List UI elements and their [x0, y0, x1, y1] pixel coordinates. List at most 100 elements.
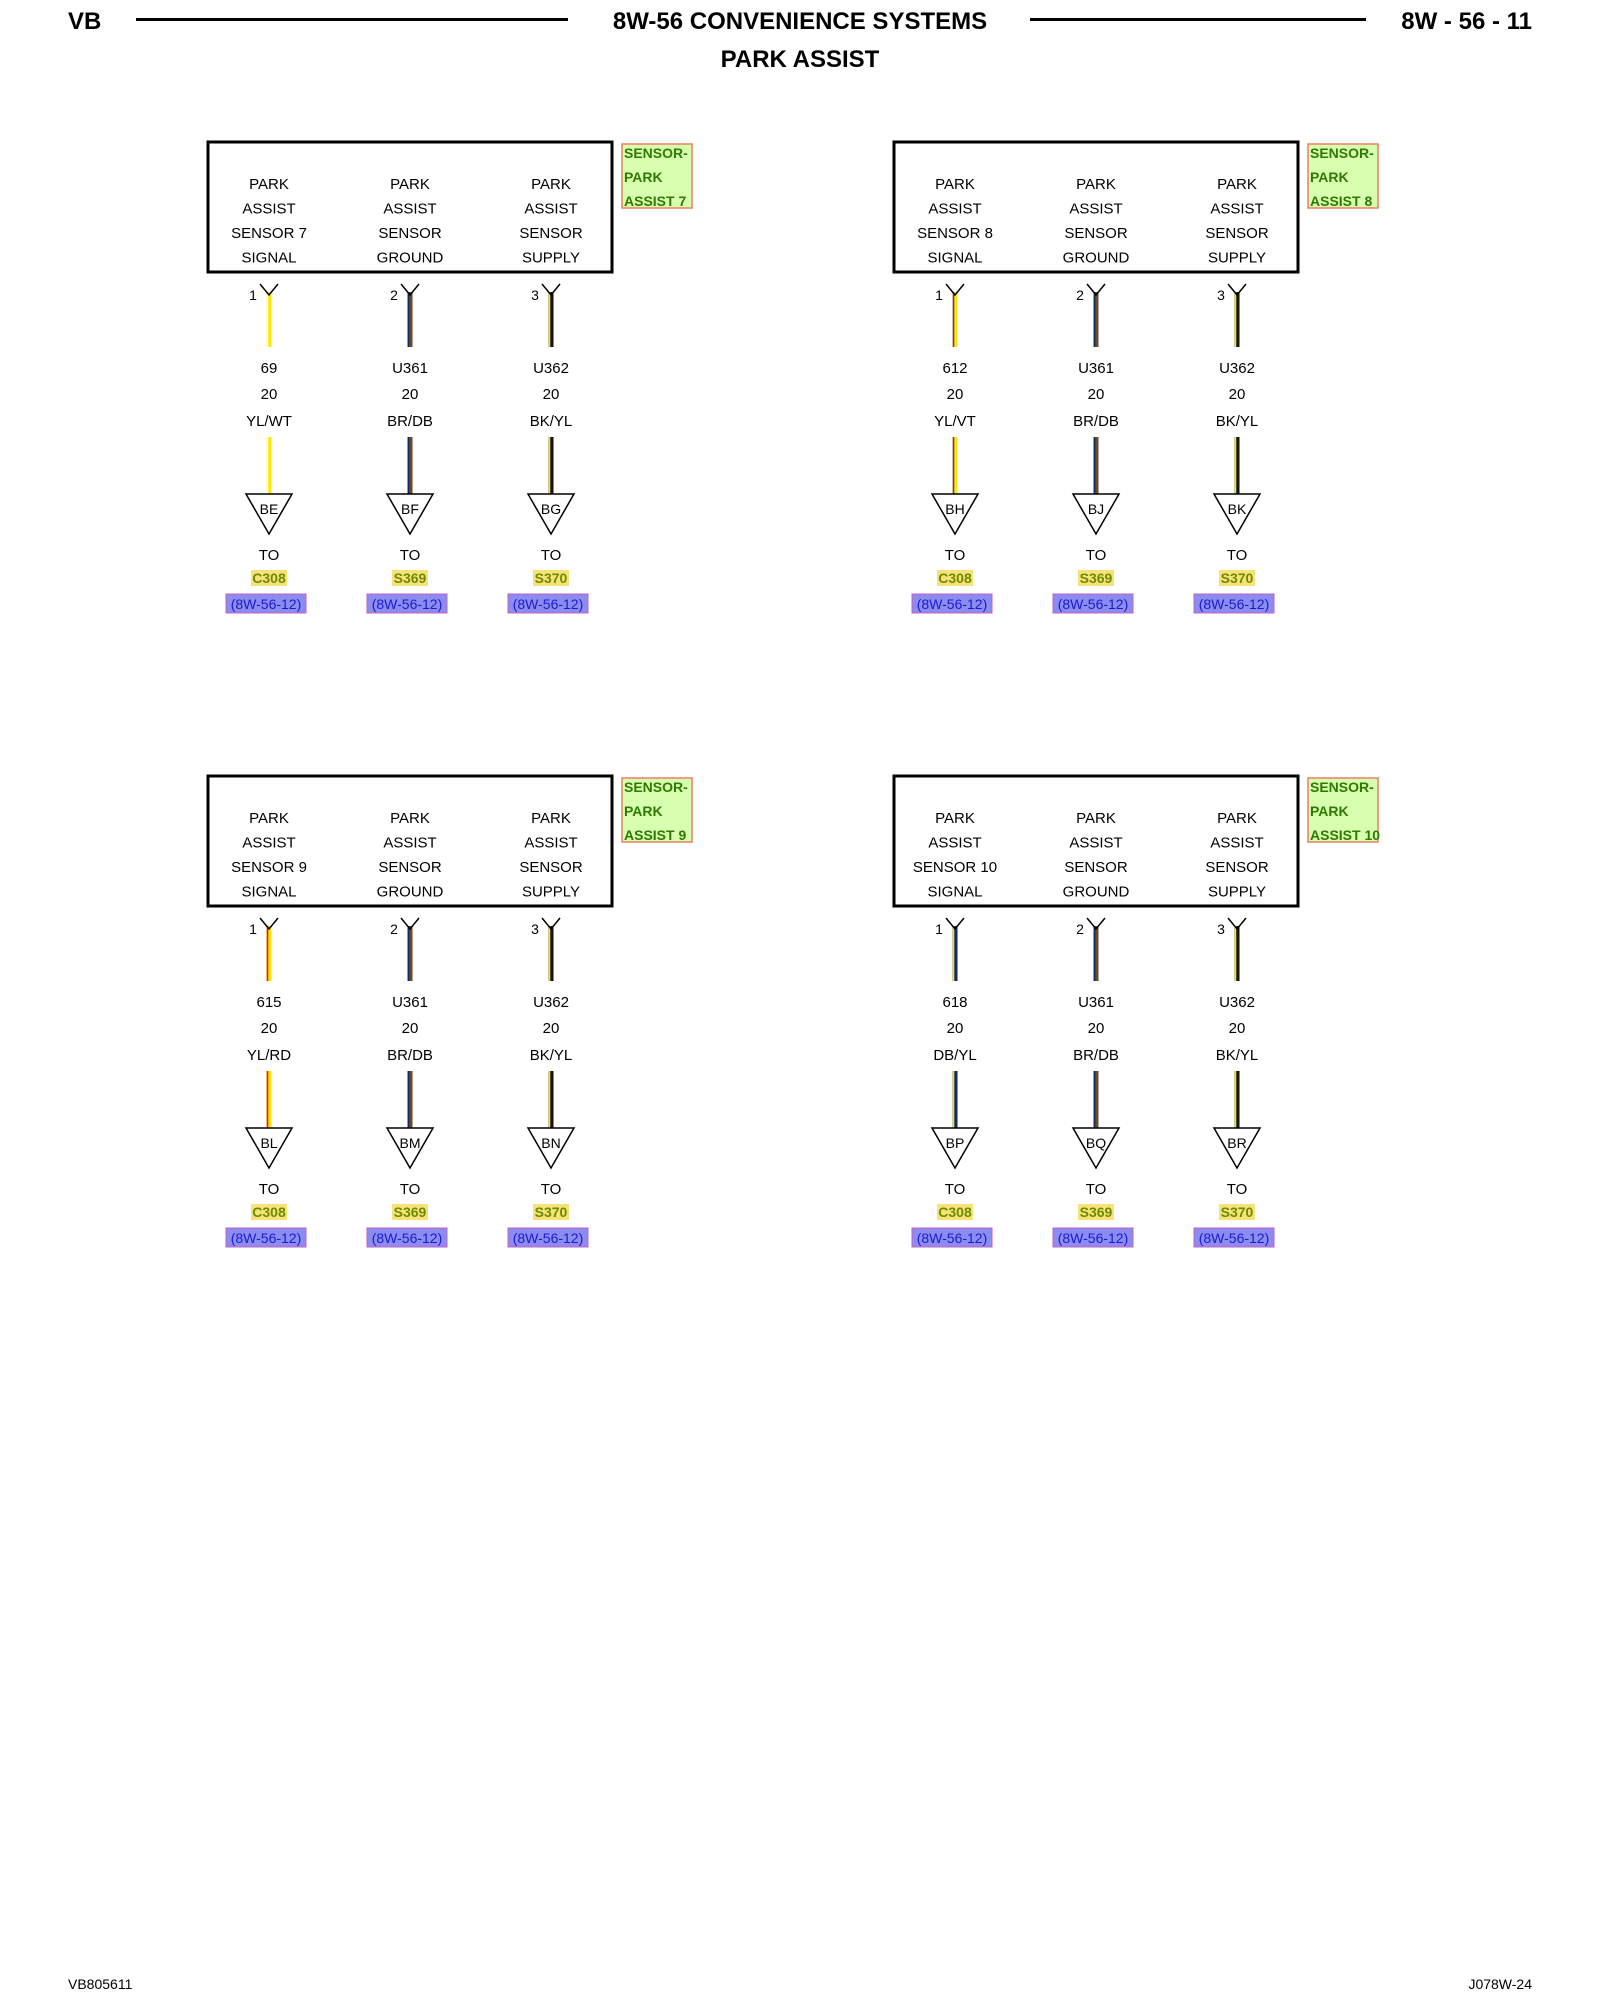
wire-color-code: BK/YL	[530, 1047, 573, 1064]
destination-splice: C308	[252, 570, 286, 586]
wire-gauge: 20	[402, 1020, 419, 1037]
pin-function-text: PARK	[249, 810, 289, 827]
splice-tag	[1219, 570, 1255, 586]
connector-id: BK	[1228, 501, 1247, 517]
pin-function-text: PARK	[935, 810, 975, 827]
destination-to-label: TO	[1086, 1181, 1107, 1198]
pin-function-text: ASSIST	[1210, 835, 1263, 852]
page-reference: (8W-56-12)	[513, 1230, 584, 1246]
pin-function-text: SENSOR	[1064, 859, 1128, 876]
pin-function-text: SIGNAL	[927, 250, 982, 267]
pin-terminal-icon	[541, 917, 561, 931]
pin-terminal-icon	[259, 283, 279, 297]
header-rule-right	[1030, 18, 1366, 21]
page-reference: (8W-56-12)	[917, 1230, 988, 1246]
pin-function-text: SENSOR	[1064, 225, 1128, 242]
pin-function-text: ASSIST	[383, 835, 436, 852]
connector-triangle-icon	[1212, 1127, 1262, 1170]
page-ref-tag	[911, 1227, 993, 1248]
pin-number: 2	[1076, 921, 1084, 937]
pin-number: 2	[390, 921, 398, 937]
pin-function-text: ASSIST	[1069, 835, 1122, 852]
page-ref-tag	[1193, 593, 1275, 614]
pin-terminal-icon	[1227, 917, 1247, 931]
wire-color-code: BR/DB	[387, 1047, 433, 1064]
page-reference: (8W-56-12)	[372, 596, 443, 612]
page-reference: (8W-56-12)	[231, 1230, 302, 1246]
wire-color-code: BK/YL	[530, 413, 573, 430]
circuit-id: 618	[942, 994, 967, 1011]
circuit-id: U362	[1219, 360, 1255, 377]
splice-tag	[937, 1204, 973, 1220]
page-reference: (8W-56-12)	[1199, 1230, 1270, 1246]
wire-color-code: YL/VT	[934, 413, 976, 430]
pin-number: 3	[1217, 921, 1225, 937]
destination-splice: C308	[938, 570, 972, 586]
connector-triangle-icon	[930, 1127, 980, 1170]
connector-triangle-icon	[526, 493, 576, 536]
component-label-text: SENSOR-	[624, 779, 688, 795]
pin-function-text: GROUND	[377, 884, 444, 901]
component-label-tag	[1307, 143, 1379, 209]
wire-gauge: 20	[261, 386, 278, 403]
connector-triangle-icon	[1071, 1127, 1121, 1170]
pin-function-text: SENSOR	[1205, 225, 1269, 242]
pin-function-text: SENSOR	[378, 225, 442, 242]
splice-tag	[533, 570, 569, 586]
pin-function-text: PARK	[390, 810, 430, 827]
pin-number: 2	[1076, 287, 1084, 303]
wire-gauge: 20	[1088, 1020, 1105, 1037]
component-label-text: SENSOR-	[1310, 779, 1374, 795]
page-reference: (8W-56-12)	[513, 596, 584, 612]
component-label-text: SENSOR-	[624, 145, 688, 161]
wire-color-code: DB/YL	[933, 1047, 976, 1064]
destination-to-label: TO	[945, 1181, 966, 1198]
circuit-id: U362	[533, 994, 569, 1011]
pin-function-text: GROUND	[1063, 884, 1130, 901]
page-ref-tag	[507, 593, 589, 614]
splice-tag	[392, 1204, 428, 1220]
component-label-text: PARK	[624, 803, 663, 819]
pin-terminal-icon	[945, 283, 965, 297]
footer-left-code: VB805611	[68, 1976, 133, 1992]
destination-splice: S369	[1080, 570, 1113, 586]
connector-triangle-icon	[385, 493, 435, 536]
pin-function-text: SUPPLY	[522, 884, 580, 901]
splice-tag	[1078, 1204, 1114, 1220]
pin-number: 1	[935, 287, 943, 303]
pin-function-text: SIGNAL	[241, 250, 296, 267]
component-label-tag	[1307, 777, 1379, 843]
connector-id: BR	[1227, 1135, 1246, 1151]
destination-splice: S370	[1221, 1204, 1254, 1220]
destination-splice: S369	[394, 1204, 427, 1220]
component-label-text: PARK	[1310, 803, 1349, 819]
connector-triangle-icon	[930, 493, 980, 536]
destination-to-label: TO	[541, 1181, 562, 1198]
page-reference: (8W-56-12)	[231, 596, 302, 612]
circuit-id: 612	[942, 360, 967, 377]
pin-function-text: SENSOR 10	[913, 859, 997, 876]
connector-id: BE	[260, 501, 279, 517]
pin-function-text: PARK	[249, 176, 289, 193]
splice-tag	[1219, 1204, 1255, 1220]
pin-number: 1	[935, 921, 943, 937]
pin-function-text: PARK	[1076, 810, 1116, 827]
pin-function-text: SUPPLY	[522, 250, 580, 267]
component-box	[892, 140, 1300, 274]
component-label-text: PARK	[1310, 169, 1349, 185]
pin-function-text: ASSIST	[928, 201, 981, 218]
wire-gauge: 20	[947, 1020, 964, 1037]
connector-id: BJ	[1088, 501, 1104, 517]
pin-number: 1	[249, 287, 257, 303]
splice-tag	[533, 1204, 569, 1220]
page-ref-tag	[366, 1227, 448, 1248]
destination-splice: C308	[252, 1204, 286, 1220]
pin-terminal-icon	[1227, 283, 1247, 297]
pin-function-text: PARK	[1076, 176, 1116, 193]
destination-to-label: TO	[541, 547, 562, 564]
pin-function-text: ASSIST	[383, 201, 436, 218]
pin-function-text: PARK	[390, 176, 430, 193]
